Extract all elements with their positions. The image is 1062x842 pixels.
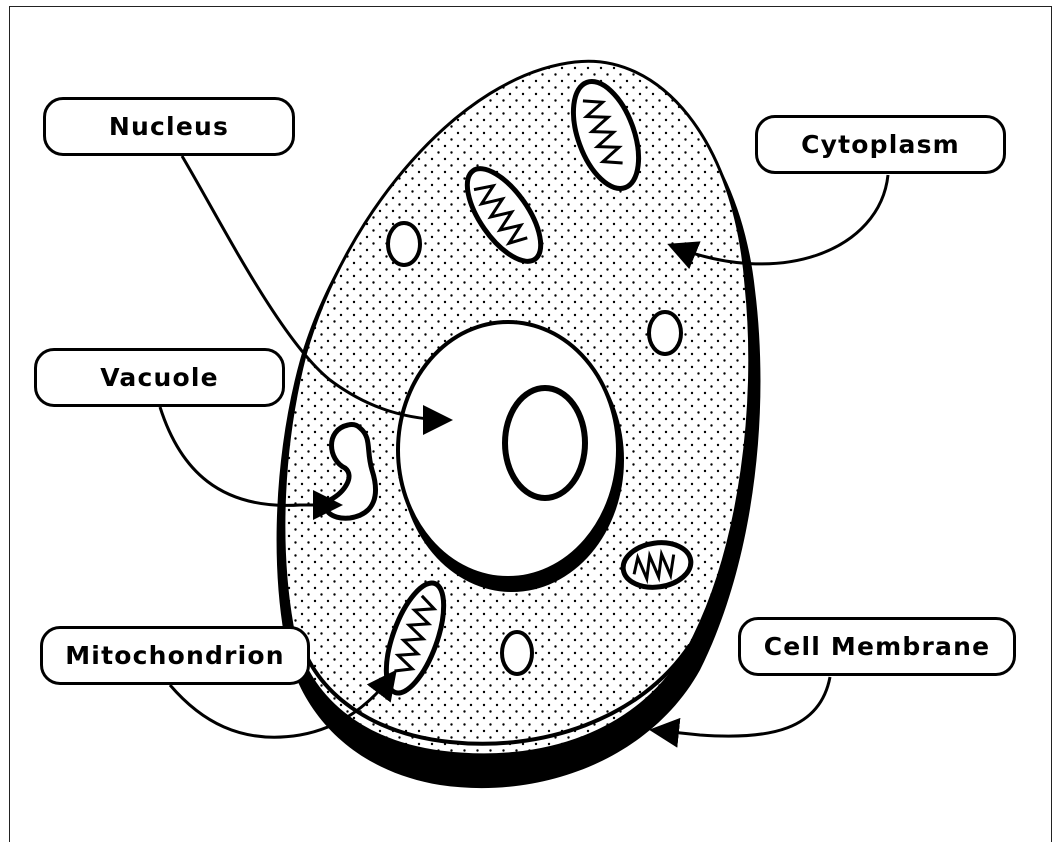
nucleolus — [505, 388, 585, 498]
cell-membrane-label-text: Cell Membrane — [764, 632, 990, 661]
vacuole-label: Vacuole — [34, 348, 285, 407]
vesicle-2 — [649, 312, 681, 354]
cytoplasm-label-text: Cytoplasm — [801, 130, 960, 159]
mitochondrion-label: Mitochondrion — [40, 626, 310, 685]
vacuole-label-text: Vacuole — [100, 363, 219, 392]
cytoplasm-label: Cytoplasm — [755, 115, 1006, 174]
nucleus-label-text: Nucleus — [109, 112, 229, 141]
cell-membrane-label: Cell Membrane — [738, 617, 1016, 676]
vesicle-1 — [388, 223, 420, 265]
mitochondrion-label-text: Mitochondrion — [65, 641, 285, 670]
vesicle-3 — [502, 632, 532, 674]
nucleus-label: Nucleus — [43, 97, 295, 156]
